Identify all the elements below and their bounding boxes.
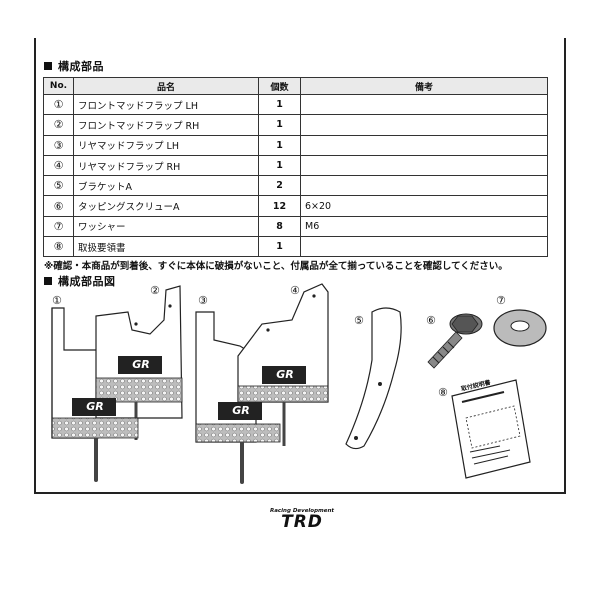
label-3: ③ bbox=[198, 294, 208, 307]
document-frame bbox=[34, 38, 566, 494]
label-1: ① bbox=[52, 294, 62, 307]
label-4: ④ bbox=[290, 284, 300, 297]
gr-logo: GR bbox=[276, 368, 294, 381]
bracket-a bbox=[345, 307, 402, 450]
front-mudflap-rh bbox=[95, 285, 183, 440]
row-name: 取扱要領書 bbox=[73, 236, 259, 258]
brand-name: TRD bbox=[281, 512, 323, 532]
section-title-parts: 構成部品 bbox=[44, 58, 104, 74]
label-6: ⑥ bbox=[426, 314, 436, 327]
section-title-diagram: 構成部品図 bbox=[44, 273, 116, 289]
trd-logo: Racing Development TRD bbox=[262, 508, 342, 532]
instruction-manual bbox=[451, 379, 531, 479]
header-name: 品名 bbox=[73, 77, 259, 95]
label-7: ⑦ bbox=[496, 294, 506, 307]
square-bullet-icon bbox=[44, 62, 52, 70]
square-bullet-icon bbox=[44, 277, 52, 285]
rear-mudflap-rh bbox=[237, 283, 329, 446]
gr-logo: GR bbox=[132, 358, 150, 371]
table-header-row: No. 品名 個数 備考 bbox=[43, 77, 548, 95]
confirmation-notice: ※確認・本商品が到着後、すぐに本体に破損がないこと、付属品が全て揃っていることを… bbox=[44, 261, 508, 272]
tapping-screw-a bbox=[427, 313, 483, 369]
front-mudflap-lh-face bbox=[51, 308, 139, 482]
label-2: ② bbox=[150, 284, 160, 297]
brand-tagline: Racing Development bbox=[269, 508, 335, 514]
row-qty: 1 bbox=[258, 236, 301, 258]
label-5: ⑤ bbox=[354, 314, 364, 327]
rear-mudflap-lh bbox=[195, 311, 281, 484]
gr-logo: GR bbox=[86, 400, 104, 413]
label-8: ⑧ bbox=[438, 386, 448, 399]
header-qty: 個数 bbox=[258, 77, 301, 95]
row-note bbox=[300, 236, 548, 258]
washer bbox=[493, 309, 547, 347]
gr-logo: GR bbox=[232, 404, 250, 417]
